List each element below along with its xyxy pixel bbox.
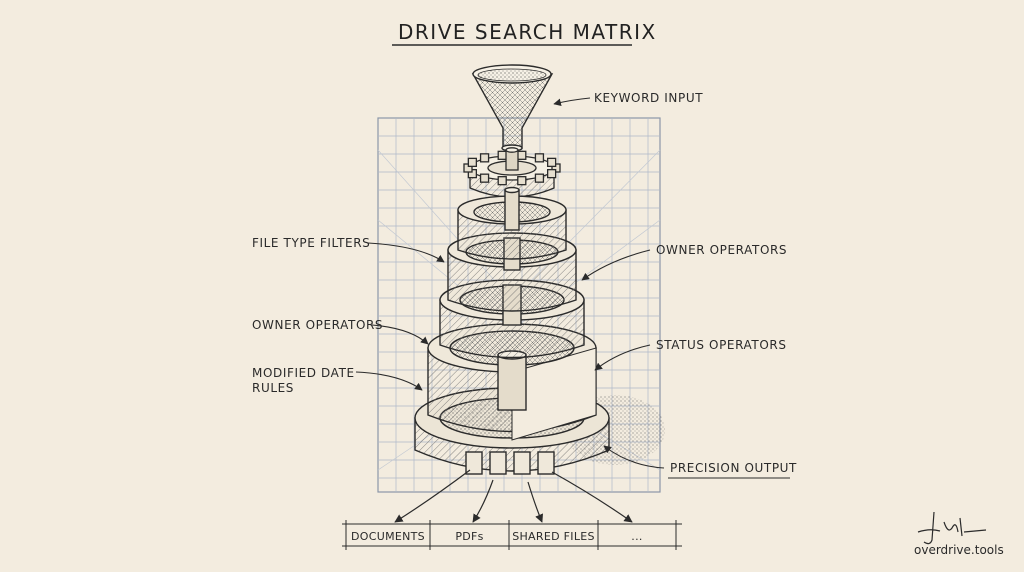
footer-domain: overdrive.tools (914, 543, 1004, 557)
output-arrows (394, 469, 633, 523)
label-owner-operators-right: OWNER OPERATORS (656, 243, 788, 257)
top-gear (463, 147, 561, 198)
label-modified-date-rules-line1: MODIFIED DATE (252, 366, 355, 380)
label-keyword-input: KEYWORD INPUT (594, 91, 704, 105)
label-status-operators: STATUS OPERATORS (656, 338, 787, 352)
output-bin-more: ... (631, 529, 643, 543)
output-bin-shared-files: SHARED FILES (512, 529, 595, 543)
output-bins-table (342, 520, 682, 550)
keyword-funnel (471, 64, 554, 152)
label-modified-date-rules-line2: RULES (252, 381, 295, 395)
label-owner-operators-left: OWNER OPERATORS (252, 318, 384, 332)
output-bin-documents: DOCUMENTS (351, 529, 425, 543)
output-bin-pdfs: PDFs (455, 529, 484, 543)
signature (917, 511, 987, 545)
filter-tower (414, 186, 610, 475)
label-file-type-filters: FILE TYPE FILTERS (252, 236, 371, 250)
label-precision-output: PRECISION OUTPUT (670, 461, 797, 475)
diagram-title: DRIVE SEARCH MATRIX (398, 20, 657, 44)
callout-arrows (355, 97, 665, 469)
